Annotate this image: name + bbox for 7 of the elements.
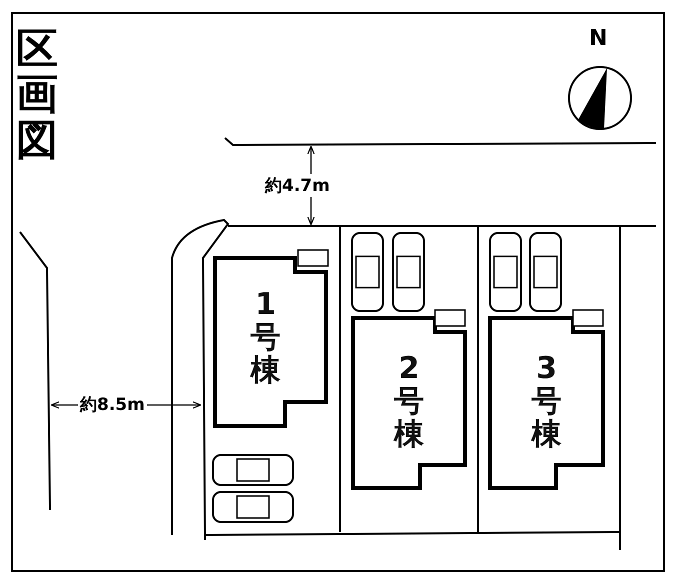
house-outline <box>488 310 605 490</box>
house-outline <box>351 310 467 490</box>
house-outline <box>213 250 328 428</box>
building-label: 3号棟 <box>532 352 562 451</box>
title: 区画図 <box>16 26 58 162</box>
building-label: 2号棟 <box>394 352 424 451</box>
building-label: 1号棟 <box>250 288 280 387</box>
